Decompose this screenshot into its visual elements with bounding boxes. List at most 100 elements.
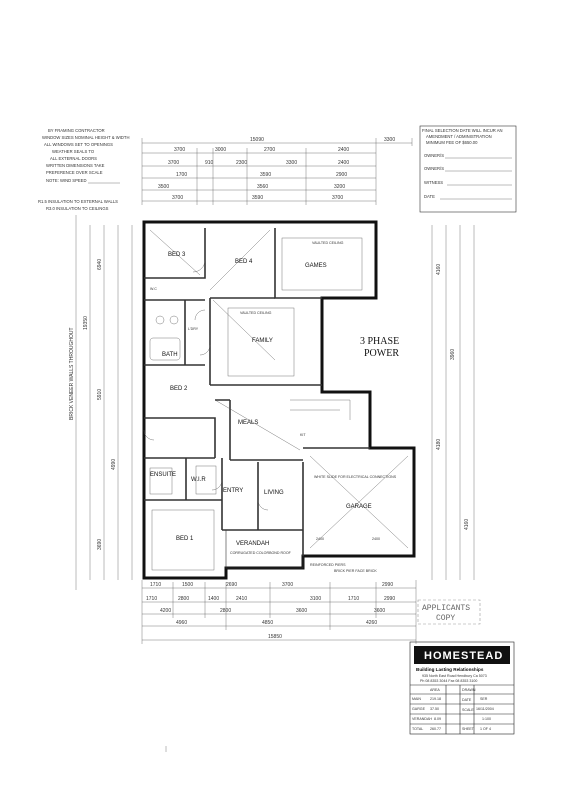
- dim-value: 1710: [150, 582, 161, 588]
- dim-value: 2300: [236, 160, 247, 166]
- dim-value: 5910: [97, 389, 103, 400]
- bed1-ceiling: [151, 509, 215, 571]
- family-wall: [209, 297, 322, 386]
- note-line: WINDOW SIZES NOMINAL HEIGHT & WIDTH: [42, 135, 129, 140]
- dim-value: 3700: [168, 160, 179, 166]
- dim-value: 2800: [178, 596, 189, 602]
- dim-value: 4960: [176, 620, 187, 626]
- dim-value: 1500: [182, 582, 193, 588]
- room-label-wir: W.I.R: [191, 477, 206, 483]
- ensuite-shower: [149, 467, 173, 495]
- dim-value: 2900: [336, 172, 347, 178]
- dim-value: 3200: [334, 184, 345, 190]
- ceiling-height: 2400: [372, 537, 380, 541]
- selection-note: AMENDMENT / ADMINISTRATION: [426, 134, 492, 139]
- dim-value: 1400: [208, 596, 219, 602]
- room-label-family: FAMILY: [252, 338, 273, 344]
- ceiling-height: 2400: [316, 537, 324, 541]
- dim-value: 4180: [436, 439, 442, 450]
- dim-value: 3700: [174, 147, 185, 153]
- piers-note: REINFORCED PIERS: [310, 563, 346, 567]
- insulation-note: R1.5 INSULATION TO EXTERNAL WALLS: [38, 199, 118, 204]
- power-label: 3 PHASE POWER: [360, 336, 399, 359]
- room-label-games: GAMES: [305, 263, 327, 269]
- room-label-garage: GARAGE: [346, 504, 372, 510]
- note-line: PREFERENCE OVER SCALE: [46, 170, 103, 175]
- door-swings: [143, 259, 269, 511]
- meta-key: SCALE: [462, 708, 474, 712]
- dim-value: 3300: [286, 160, 297, 166]
- meta-value: 16/11/2004: [476, 707, 494, 711]
- dim-value: 4160: [436, 264, 442, 275]
- meta-key: DRAWN: [462, 688, 476, 692]
- insulation-note: R3.0 INSULATION TO CEILINGS: [46, 206, 109, 211]
- dim-value: 4990: [111, 459, 117, 470]
- area-label: GARGE: [412, 707, 426, 711]
- date-label: DATE: [424, 194, 435, 199]
- stamp-border: [417, 599, 481, 625]
- left-dimension-strings: BRICK VENEER WALLS THROUGHOUT 19350 6940…: [69, 215, 133, 590]
- dim-value: 6940: [97, 259, 103, 270]
- note-line: ALL EXTERNAL DOORS: [50, 156, 97, 161]
- garage-roof-lines: [309, 455, 409, 549]
- dim-left-total: 19350: [83, 316, 89, 330]
- dim-value: 4160: [464, 519, 470, 530]
- meta-key: SHEET: [462, 727, 475, 731]
- area-value: 260.77: [430, 727, 441, 731]
- power-label-line1: 3 PHASE: [360, 336, 399, 347]
- dim-lines-vertical: [431, 225, 475, 580]
- dim-value: 2990: [382, 582, 393, 588]
- dim-value: 3590: [252, 195, 263, 201]
- family-vaulted-ceiling: [227, 307, 295, 377]
- verandah-outline: [225, 529, 304, 569]
- right-dimension-strings: 4160 3960 4180 4160: [431, 225, 475, 580]
- owner-label: OWNER/S: [424, 153, 444, 158]
- area-value: 37.50: [430, 707, 439, 711]
- selection-note: MINIMUM FEE OF $650.00: [426, 140, 478, 145]
- dim-value: 3960: [450, 349, 456, 360]
- garage-note: WHITE SLIDE FOR ELECTRICAL CONNECTIONS: [314, 475, 397, 479]
- ceiling-note: VAULTED CEILING: [240, 311, 272, 315]
- basin: [169, 315, 179, 325]
- signature-frame: [419, 125, 517, 213]
- room-label-bath: BATH: [162, 352, 178, 358]
- tagline: Building Lasting Relationships: [416, 667, 484, 672]
- note-line: NOTE: WIND SPEED: [46, 178, 86, 183]
- dim-value: 3000: [215, 147, 226, 153]
- dim-value: 3590: [260, 172, 271, 178]
- stamp-line2: COPY: [436, 614, 455, 623]
- note-line: WEATHER SEALS TO: [52, 149, 95, 154]
- contact: Ph 08 8353 3044 Fax 08 8353 3100: [420, 679, 477, 683]
- dim-value: 2990: [384, 596, 395, 602]
- bed2-wall: [144, 417, 216, 459]
- dim-value: 1710: [348, 596, 359, 602]
- dim-value: 3600: [296, 608, 307, 614]
- dim-value: 1710: [146, 596, 157, 602]
- room-label-wc: W.C: [150, 287, 157, 291]
- dim-value: 3700: [332, 195, 343, 201]
- homestead-logo: HOMESTEAD: [424, 650, 503, 662]
- dim-value: 3100: [310, 596, 321, 602]
- room-label-entry: ENTRY: [223, 488, 243, 494]
- note-line: WRITTEN DIMENSIONS TAKE: [46, 163, 105, 168]
- meals-wall: [215, 399, 303, 461]
- kitchen-bench: [290, 399, 351, 420]
- power-label-line2: POWER: [364, 348, 399, 359]
- meta-value: 1 OF 4: [480, 727, 491, 731]
- dim-value: 3700: [282, 582, 293, 588]
- room-label-bed1: BED 1: [176, 536, 194, 542]
- applicants-copy-stamp: APPLICANTS COPY: [417, 599, 481, 625]
- dim-value: 3560: [257, 184, 268, 190]
- meta-key: DATE: [462, 698, 472, 702]
- bed3-wall: [144, 228, 206, 279]
- bottom-dimension-strings: 1710 1500 2690 3700 2990 1710 2800 1400 …: [141, 580, 417, 644]
- dim-value: 2690: [226, 582, 237, 588]
- dim-ticks: [141, 138, 413, 205]
- dim-value: 2800: [220, 608, 231, 614]
- room-label-bed3: BED 3: [168, 252, 186, 258]
- dim-value: 2400: [338, 160, 349, 166]
- dim-value: 2410: [236, 596, 247, 602]
- external-wall: [142, 220, 416, 580]
- address: 935 North East Road Hendbury Ca 5073: [422, 674, 487, 678]
